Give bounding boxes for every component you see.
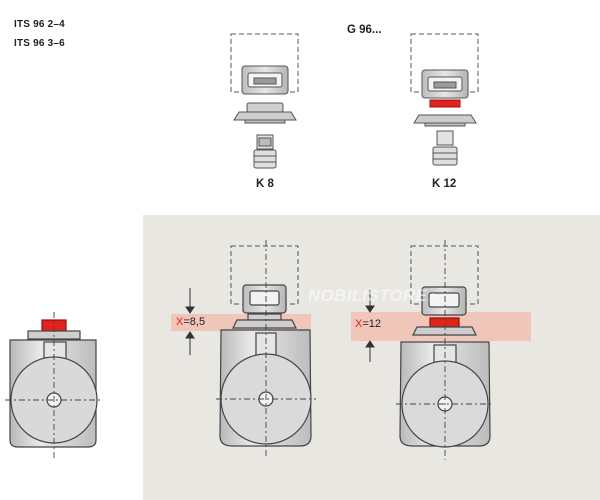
- bolt-shaft: [432, 146, 458, 166]
- flange-nut: [413, 114, 477, 124]
- dimension-symbol: X: [355, 318, 363, 330]
- track-profile-outline: [410, 33, 479, 93]
- dimension-label-x85: X=8,5: [176, 316, 205, 328]
- dimension-value: =8,5: [183, 316, 206, 328]
- model-label-2: ITS 96 3–6: [14, 38, 65, 49]
- exploded-view-k12: [410, 33, 479, 166]
- watermark-text: NOBILISTORE: [308, 286, 428, 305]
- track-profile-outline: [410, 245, 479, 305]
- track-profile-outline: [230, 33, 299, 93]
- flange-nut: [233, 111, 297, 121]
- spacer-red: [429, 317, 460, 328]
- variant-label-k12: K 12: [432, 178, 457, 190]
- dimension-label-x12: X=12: [355, 318, 381, 330]
- model-label-1: ITS 96 2–4: [14, 19, 65, 30]
- spacer-red: [429, 99, 461, 108]
- watermark: NOBILISTORE.it: [308, 286, 437, 306]
- series-label: G 96...: [347, 24, 382, 36]
- dimension-symbol: X: [176, 316, 184, 328]
- dimension-arrows: [185, 288, 375, 362]
- comparison-panel: [143, 215, 600, 500]
- washer: [246, 102, 284, 113]
- track-profile-outline: [230, 245, 299, 305]
- bolt-shaft: [253, 149, 277, 169]
- bolt-head: [436, 130, 454, 146]
- dimension-value: =12: [362, 318, 382, 330]
- exploded-view-k8: [230, 33, 299, 169]
- assembled-view-k8: [216, 240, 316, 456]
- assembled-view-k12: [396, 240, 494, 460]
- variant-label-k8: K 8: [256, 178, 274, 190]
- side-view-carriage: [5, 312, 103, 458]
- watermark-tld: .it: [427, 292, 437, 304]
